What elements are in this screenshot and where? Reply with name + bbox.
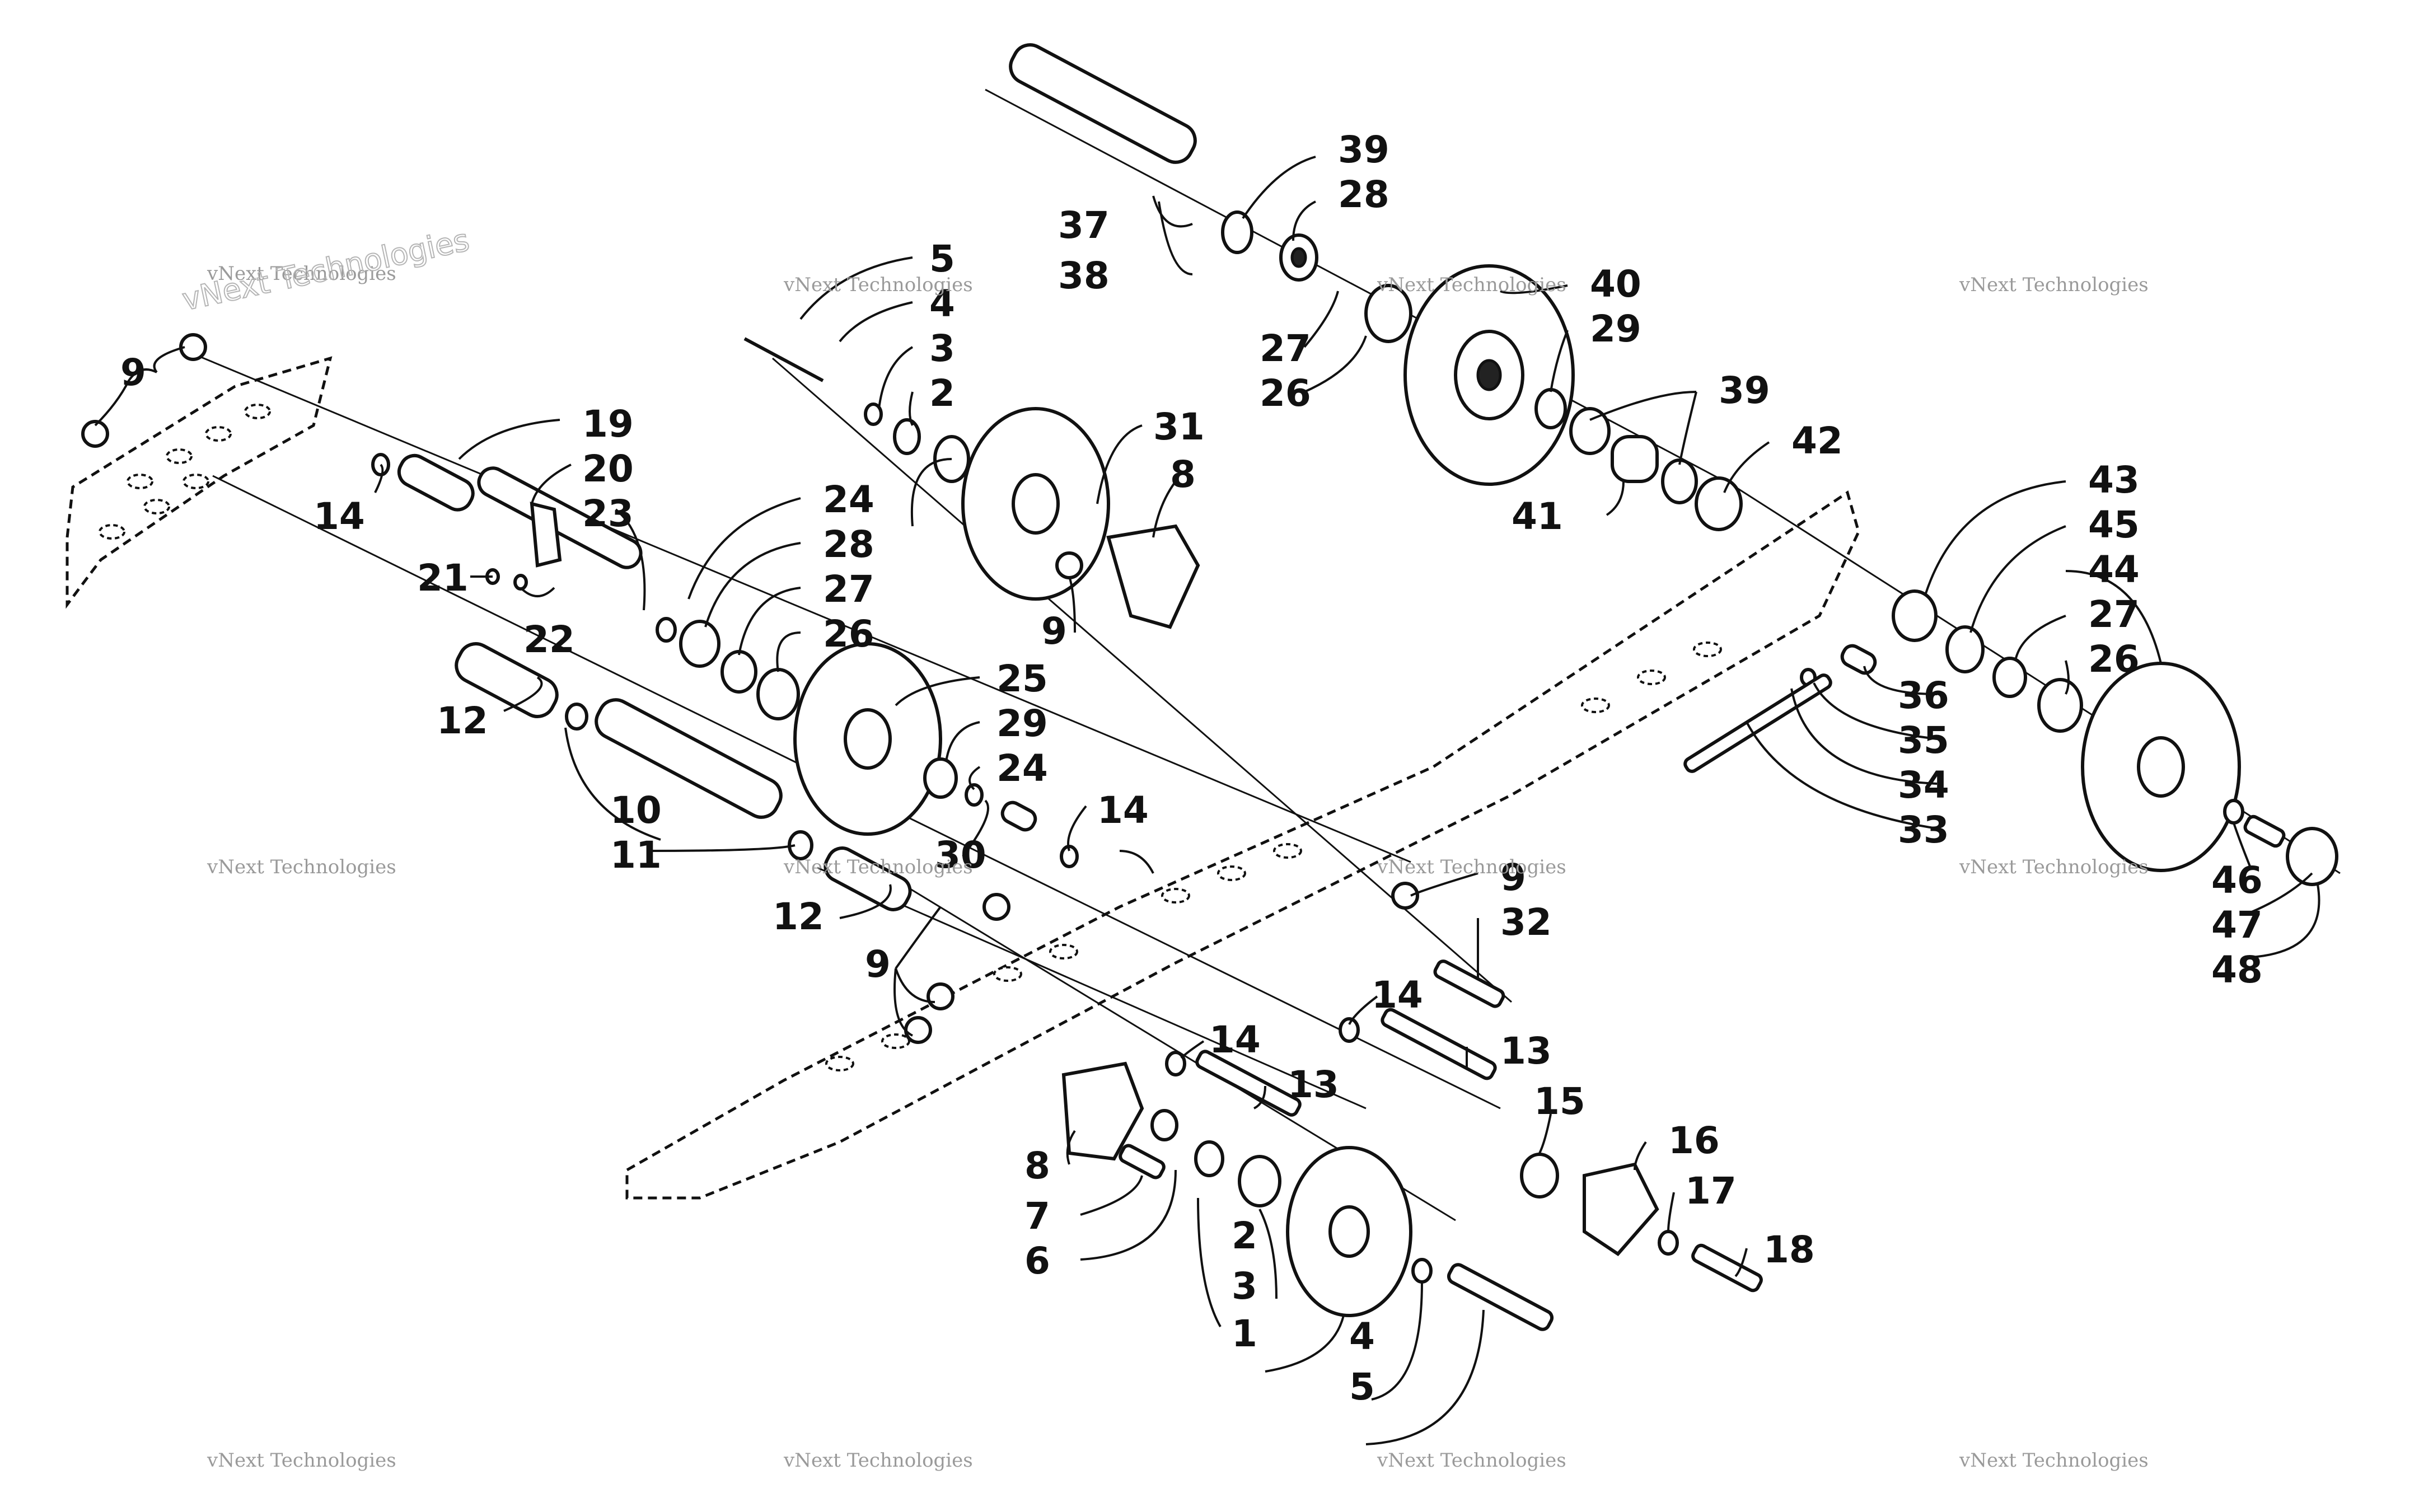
callout-12: 12 bbox=[773, 895, 824, 938]
svg-text:vNext Technologies: vNext Technologies bbox=[783, 856, 973, 878]
callout-13: 13 bbox=[1500, 1029, 1552, 1073]
callout-44: 44 bbox=[2088, 548, 2140, 591]
callout-43: 43 bbox=[2088, 458, 2140, 502]
callout-9: 9 bbox=[1500, 856, 1526, 899]
callout-29: 29 bbox=[1590, 307, 1641, 350]
callout-26: 26 bbox=[2088, 638, 2140, 681]
callout-5: 5 bbox=[1349, 1365, 1375, 1408]
svg-text:vNext Technologies: vNext Technologies bbox=[207, 1449, 396, 1472]
callout-4: 4 bbox=[929, 282, 955, 325]
callout-3: 3 bbox=[1232, 1265, 1257, 1308]
callout-46: 46 bbox=[2211, 859, 2263, 902]
callout-9: 9 bbox=[865, 943, 891, 986]
callout-4: 4 bbox=[1349, 1315, 1375, 1358]
callout-8: 8 bbox=[1024, 1144, 1050, 1187]
callout-6: 6 bbox=[1024, 1239, 1050, 1282]
callout-28: 28 bbox=[1338, 173, 1389, 216]
parts bbox=[81, 43, 2338, 1331]
callout-26: 26 bbox=[823, 612, 874, 656]
callout-26: 26 bbox=[1260, 372, 1311, 415]
svg-text:vNext Technologies: vNext Technologies bbox=[783, 1449, 973, 1472]
callout-18: 18 bbox=[1763, 1228, 1815, 1271]
callout-20: 20 bbox=[582, 447, 634, 490]
callout-21: 21 bbox=[417, 556, 469, 600]
svg-text:vNext Technologies: vNext Technologies bbox=[1377, 274, 1566, 296]
callout-27: 27 bbox=[823, 568, 874, 611]
callout-37: 37 bbox=[1058, 204, 1110, 247]
callout-2: 2 bbox=[1232, 1214, 1257, 1257]
callout-2: 2 bbox=[929, 372, 955, 415]
right-slide-rail bbox=[625, 490, 1860, 1200]
callout-41: 41 bbox=[1512, 495, 1563, 538]
callout-32: 32 bbox=[1500, 901, 1552, 944]
callout-25: 25 bbox=[996, 657, 1048, 700]
callout-48: 48 bbox=[2211, 948, 2263, 991]
callout-33: 33 bbox=[1898, 808, 1949, 851]
callout-23: 23 bbox=[582, 492, 634, 535]
callout-14: 14 bbox=[1097, 789, 1149, 832]
callout-31: 31 bbox=[1153, 405, 1205, 448]
svg-text:vNext Technologies: vNext Technologies bbox=[1377, 856, 1566, 878]
callout-12: 12 bbox=[437, 699, 488, 742]
callout-42: 42 bbox=[1791, 419, 1843, 462]
svg-text:vNext Technologies: vNext Technologies bbox=[207, 856, 396, 878]
svg-text:vNext Technologies: vNext Technologies bbox=[1377, 1449, 1566, 1472]
callout-47: 47 bbox=[2211, 904, 2263, 947]
callout-22: 22 bbox=[523, 618, 575, 661]
callout-45: 45 bbox=[2088, 503, 2140, 546]
callout-30: 30 bbox=[935, 834, 986, 877]
callout-5: 5 bbox=[929, 237, 955, 280]
svg-text:vNext Technologies: vNext Technologies bbox=[783, 274, 973, 296]
callout-13: 13 bbox=[1288, 1063, 1339, 1106]
callout-29: 29 bbox=[996, 702, 1048, 745]
callout-14: 14 bbox=[1209, 1018, 1261, 1061]
callout-9: 9 bbox=[1041, 610, 1067, 653]
callout-8: 8 bbox=[1170, 453, 1196, 496]
callout-24: 24 bbox=[996, 747, 1048, 790]
callout-11: 11 bbox=[610, 834, 662, 877]
callout-9: 9 bbox=[120, 351, 146, 394]
callout-39: 39 bbox=[1338, 128, 1389, 171]
callout-16: 16 bbox=[1668, 1119, 1720, 1162]
callout-14: 14 bbox=[1372, 973, 1423, 1017]
svg-text:vNext Technologies: vNext Technologies bbox=[207, 263, 396, 285]
callout-17: 17 bbox=[1685, 1169, 1737, 1213]
callout-15: 15 bbox=[1534, 1080, 1585, 1123]
callout-34: 34 bbox=[1898, 764, 1949, 807]
callout-14: 14 bbox=[314, 495, 365, 538]
callout-7: 7 bbox=[1024, 1195, 1050, 1238]
callout-28: 28 bbox=[823, 523, 874, 566]
callout-27: 27 bbox=[2088, 593, 2140, 636]
callout-19: 19 bbox=[582, 402, 634, 446]
callout-labels: 9 19 20 23 14 21 22 12 10 11 24 28 27 26… bbox=[120, 128, 2263, 1408]
leader-lines bbox=[94, 156, 2320, 1445]
svg-text:vNext Technologies: vNext Technologies bbox=[1959, 1449, 2149, 1472]
callout-40: 40 bbox=[1590, 263, 1641, 306]
callout-38: 38 bbox=[1058, 254, 1110, 297]
callout-39: 39 bbox=[1719, 369, 1770, 412]
svg-text:vNext Technologies: vNext Technologies bbox=[1959, 274, 2149, 296]
callout-10: 10 bbox=[610, 789, 662, 832]
svg-text:vNext Technologies: vNext Technologies bbox=[1959, 856, 2149, 878]
callout-24: 24 bbox=[823, 478, 874, 521]
callout-35: 35 bbox=[1898, 719, 1949, 762]
callout-1: 1 bbox=[1232, 1312, 1257, 1355]
left-slide-rail bbox=[65, 356, 333, 609]
callout-3: 3 bbox=[929, 327, 955, 370]
callout-27: 27 bbox=[1260, 327, 1311, 370]
callout-36: 36 bbox=[1898, 674, 1949, 717]
